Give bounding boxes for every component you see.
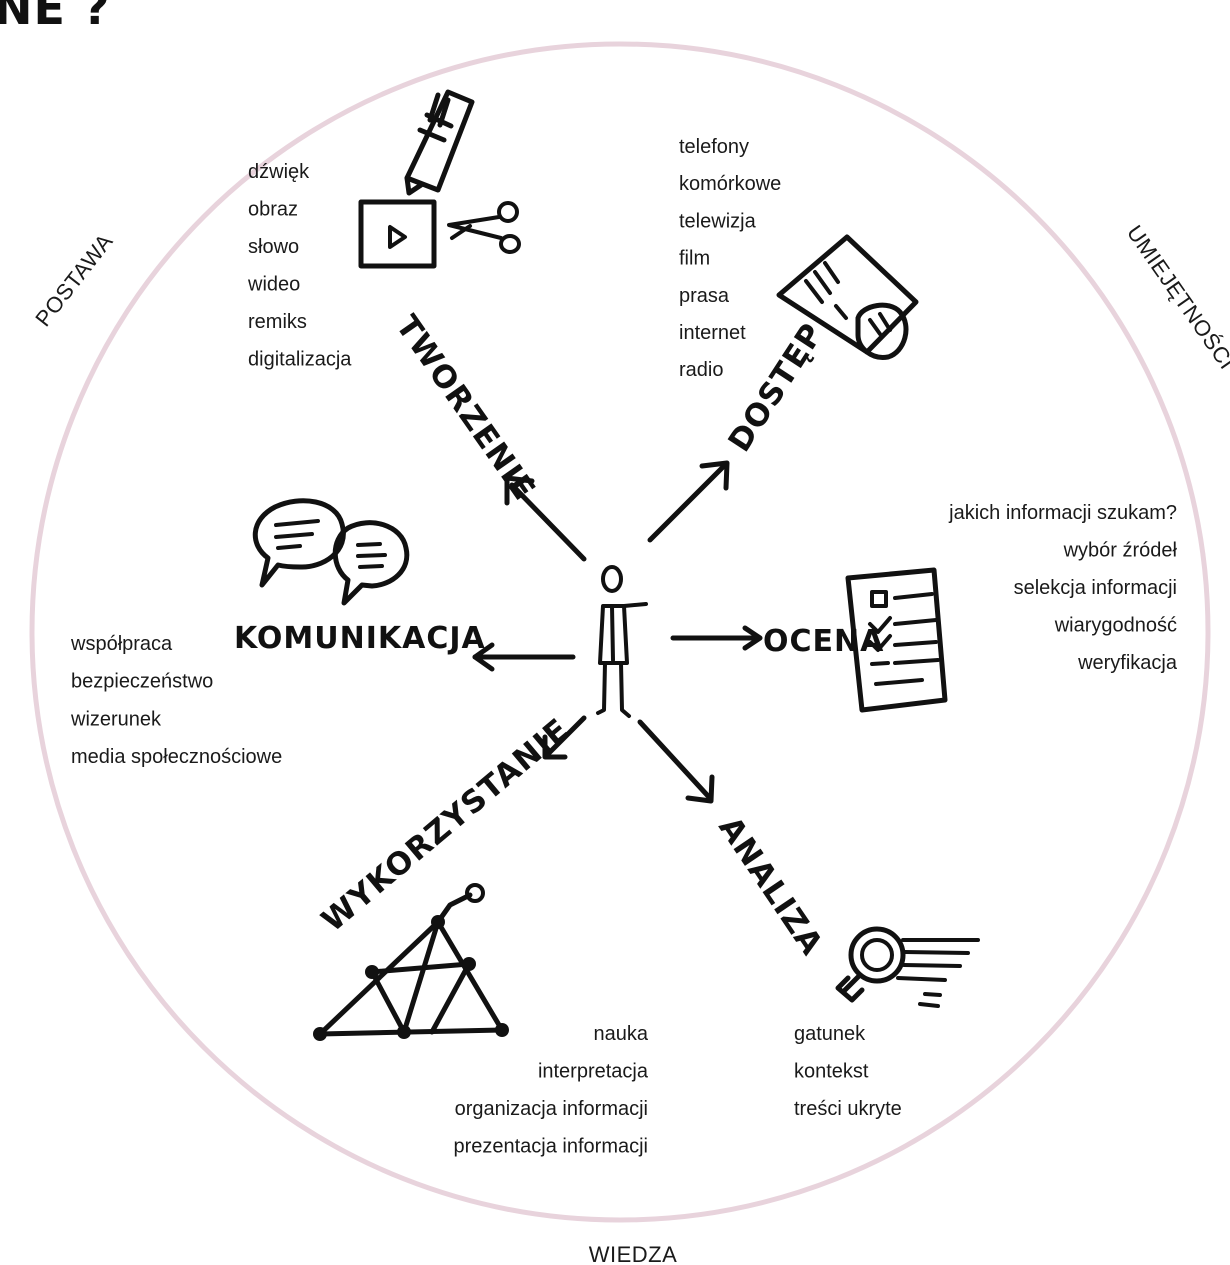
list-item-analiza: treści ukryte [794, 1098, 902, 1120]
arrow-ocena [670, 625, 763, 651]
arrow-wykorzystanie [542, 715, 587, 760]
arrow-dostep [647, 460, 730, 543]
list-wykorzystanie: nauka interpretacja organizacja informacji… [453, 1023, 648, 1158]
header-fragment: NE ? [0, 0, 111, 35]
arrow-tworzenie [504, 475, 587, 562]
list-item-ocena: wybór źródeł [1063, 540, 1178, 562]
outer-ring [29, 41, 1211, 1223]
list-item-wykorzystanie: interpretacja [538, 1061, 649, 1083]
newspaper-hand-icon [776, 234, 919, 360]
list-item-dostep: komórkowe [679, 173, 781, 195]
list-item-komunikacja: wizerunek [70, 708, 162, 730]
list-item-tworzenie: dźwięk [248, 161, 310, 183]
list-item-dostep: telefony [679, 136, 749, 158]
pencil-icon [404, 89, 475, 196]
ring-label-wiedza: WIEDZA [589, 1242, 678, 1265]
list-item-dostep: internet [679, 322, 746, 344]
list-item-tworzenie: wideo [247, 274, 300, 296]
list-item-dostep: telewizja [679, 210, 757, 232]
category-tworzenie: TWORZENIE [388, 309, 542, 507]
list-item-dostep: prasa [679, 285, 730, 307]
list-tworzenie: dźwięk obraz słowo wideo remiks digitalizacja [247, 161, 352, 371]
list-item-dostep: radio [679, 359, 723, 381]
category-analiza: ANALIZA [711, 810, 830, 962]
list-item-ocena: weryfikacja [1077, 652, 1178, 674]
person-icon [596, 565, 648, 718]
list-item-analiza: gatunek [794, 1023, 866, 1045]
list-item-dostep: film [679, 248, 710, 270]
list-dostep: telefony komórkowe telewizja film prasa inter… [679, 136, 781, 381]
category-wykorzystanie: WYKORZYSTANIE [315, 712, 576, 940]
list-item-analiza: kontekst [794, 1061, 869, 1083]
list-ocena: jakich informacji szukam? wybór źródeł sel… [948, 502, 1178, 674]
ring-label-postawa: POSTAWA [30, 229, 118, 331]
list-item-wykorzystanie: organizacja informacji [455, 1098, 648, 1120]
magnifier-icon [835, 926, 980, 1008]
list-item-wykorzystanie: prezentacja informacji [453, 1136, 648, 1158]
list-item-tworzenie: obraz [248, 199, 298, 221]
list-item-wykorzystanie: nauka [594, 1023, 649, 1045]
list-komunikacja: współpraca bezpieczeństwo wizerunek media s… [70, 633, 282, 768]
list-item-ocena: wiarygodność [1054, 615, 1177, 637]
list-analiza: gatunek kontekst treści ukryte [794, 1023, 902, 1120]
video-frame-icon [358, 199, 437, 269]
list-item-komunikacja: współpraca [70, 633, 173, 655]
arrow-analiza [637, 719, 715, 804]
list-item-tworzenie: digitalizacja [248, 349, 352, 371]
list-item-tworzenie: remiks [248, 311, 307, 333]
scissors-icon [447, 201, 521, 254]
list-item-komunikacja: bezpieczeństwo [71, 671, 213, 693]
category-ocena: OCENA [763, 624, 884, 659]
list-item-komunikacja: media społecznościowe [71, 746, 282, 768]
list-item-tworzenie: słowo [248, 236, 299, 258]
speech-bubbles-icon [252, 498, 410, 606]
network-triangle-icon [313, 883, 509, 1041]
category-komunikacja: KOMUNIKACJA [234, 621, 486, 656]
checklist-icon [845, 567, 948, 713]
list-item-ocena: jakich informacji szukam? [948, 502, 1177, 524]
arrow-komunikacja [472, 642, 576, 672]
list-item-ocena: selekcja informacji [1014, 577, 1177, 599]
